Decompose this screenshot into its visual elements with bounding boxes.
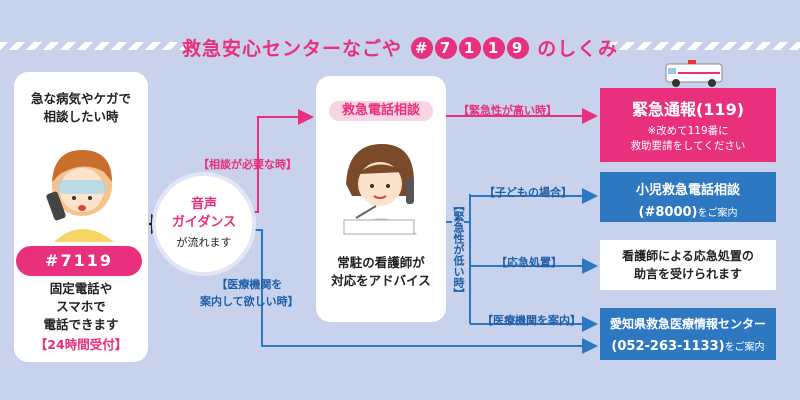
label-child: 【子どもの場合】 xyxy=(484,186,572,199)
caller-card: 急な病気やケガで 相談したい時 固定電話や スマホで 電話できます 【24時間受… xyxy=(14,72,148,362)
caller-illustration xyxy=(46,150,114,242)
ambulance-icon xyxy=(665,60,723,87)
label-low-urgency: 【緊急性が低い時】 xyxy=(452,200,465,299)
consult-desc: 常駐の看護師が 対応をアドバイス xyxy=(331,255,431,288)
nurse-advice-text: 看護師による応急処置の 助言を受けられます xyxy=(622,249,754,281)
aichi-suffix: をご案内 xyxy=(724,342,765,353)
arrow-need-consult xyxy=(252,109,314,213)
child-title: 小児救急電話相談 xyxy=(635,183,740,198)
phone-availability: 固定電話や スマホで 電話できます xyxy=(43,281,119,332)
label-guide-hospital: 【医療機関を案内】 xyxy=(482,314,581,327)
label-hospital-guide: 【医療機関を 案内して欲しい時】 xyxy=(200,278,299,308)
nurse-illustration xyxy=(343,144,418,235)
aichi-info-center-box: 愛知県救急医療情報センター (052-263-1133)をご案内 xyxy=(600,308,776,360)
label-first-aid: 【応急処置】 xyxy=(496,256,562,269)
label-need-consult: 【相談が必要な時】 xyxy=(198,158,297,171)
child-consult-box: 小児救急電話相談 (#8000)をご案内 xyxy=(600,172,776,222)
number-badge: #7119 xyxy=(16,246,142,276)
title-stripe-left xyxy=(0,42,190,50)
label-high-urgency: 【緊急性が高い時】 xyxy=(458,104,557,117)
arrow-hospital-guide xyxy=(252,229,598,354)
emergency-title: 緊急通報(119) xyxy=(631,100,745,119)
guidance-line3: が流れます xyxy=(176,236,232,249)
aichi-number-row: (052-263-1133)をご案内 xyxy=(600,335,776,354)
child-number-row: (#8000)をご案内 xyxy=(600,201,776,220)
consult-pill: 救急電話相談 xyxy=(329,101,433,121)
emergency-call-box: 緊急通報(119) ※改めて119番に 救助要請をしてください xyxy=(600,88,776,162)
caller-question: 急な病気やケガで 相談したい時 xyxy=(30,91,131,124)
nurse-advice-box: 看護師による応急処置の 助言を受けられます xyxy=(600,240,776,290)
child-number: (#8000) xyxy=(638,205,698,220)
emergency-note: ※改めて119番に 救助要請をしてください xyxy=(630,125,746,152)
guidance-line2: ガイダンス xyxy=(171,215,237,230)
guidance-line1: 音声 xyxy=(190,197,217,212)
aichi-number: (052-263-1133) xyxy=(611,339,725,354)
voice-guidance-node: 音声 ガイダンス が流れます xyxy=(156,176,252,272)
child-suffix: をご案内 xyxy=(697,208,738,219)
hours-label: 【24時間受付】 xyxy=(34,337,128,352)
aichi-title: 愛知県救急医療情報センター xyxy=(609,317,766,331)
title-stripe-right xyxy=(610,42,800,50)
